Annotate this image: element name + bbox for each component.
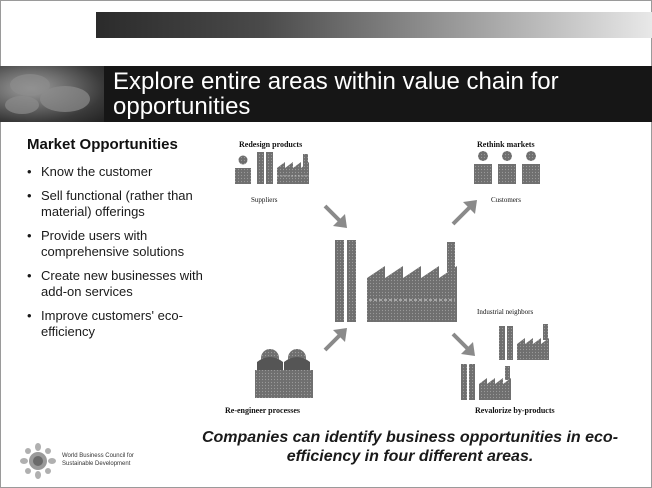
label-reengineer-processes: Re-engineer processes [225, 406, 301, 415]
title-band [0, 66, 652, 122]
label-suppliers: Suppliers [251, 196, 278, 204]
suppliers-icon [235, 152, 309, 184]
arrow-suppliers-to-factory [323, 204, 347, 228]
arrow-factory-to-byproducts [451, 332, 475, 356]
label-industrial-neighbors: Industrial neighbors [477, 308, 534, 316]
label-rethink-markets: Rethink markets [477, 140, 535, 149]
list-item: Improve customers' eco-efficiency [27, 308, 217, 340]
value-chain-illustration [235, 151, 549, 400]
opportunity-list: Know the customer Sell functional (rathe… [27, 164, 217, 340]
slide-caption: Companies can identify business opportun… [201, 429, 619, 465]
slide-title: Explore entire areas within value chain … [113, 68, 559, 120]
footer-organization: World Business Council for Sustainable D… [62, 452, 172, 468]
industrial-neighbors-icon [499, 324, 549, 360]
workers-icon [255, 349, 313, 398]
label-customers: Customers [491, 196, 521, 204]
footer-org-line2: Sustainable Development [62, 461, 131, 467]
central-factory-icon [335, 240, 457, 322]
footer-org-line1: World Business Council for [62, 453, 134, 459]
header-gradient-bar [96, 12, 652, 38]
value-chain-diagram: Redesign products Suppliers Rethink mark… [225, 138, 565, 418]
list-item: Sell functional (rather than material) o… [27, 188, 217, 220]
byproducts-factory-icon [461, 364, 511, 400]
list-item: Know the customer [27, 164, 217, 180]
label-revalorize-byproducts: Revalorize by-products [475, 406, 555, 415]
customers-icon [474, 151, 540, 184]
arrow-workers-to-factory [323, 328, 347, 352]
arrow-factory-to-customers [451, 200, 477, 226]
list-item: Create new businesses with add-on servic… [27, 268, 217, 300]
list-item: Provide users with comprehensive solutio… [27, 228, 217, 260]
market-opportunities-panel: Market Opportunities Know the customer S… [27, 136, 217, 348]
wbcsd-logo-icon [20, 443, 56, 479]
market-opportunities-heading: Market Opportunities [27, 136, 178, 153]
title-photo [0, 66, 104, 122]
label-redesign-products: Redesign products [239, 140, 303, 149]
